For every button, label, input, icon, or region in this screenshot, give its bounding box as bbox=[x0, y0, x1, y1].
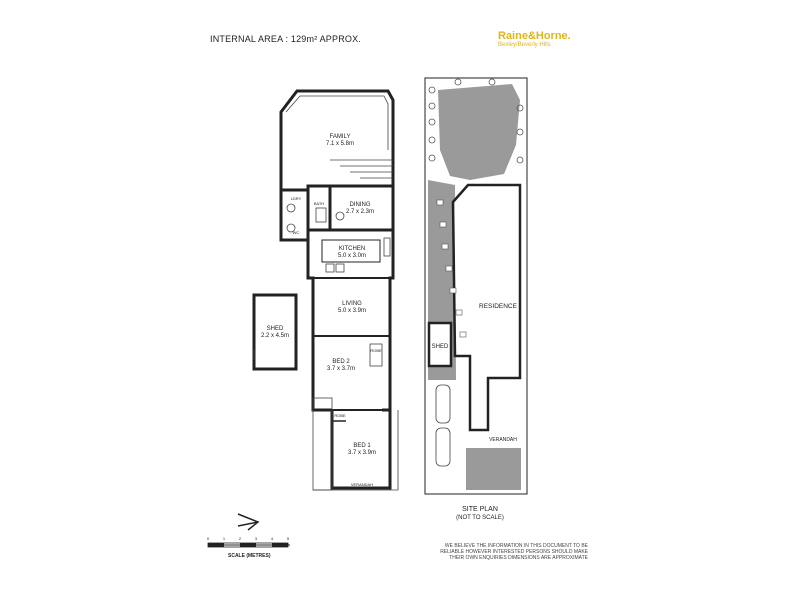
scale-tick-1: 1 bbox=[223, 536, 226, 541]
site-plan-title: SITE PLAN bbox=[462, 506, 498, 513]
brand-name: Raine&Horne. bbox=[498, 30, 571, 42]
room-wc-label: WC bbox=[293, 230, 300, 235]
site-shed bbox=[427, 321, 453, 368]
room-bed2-size: 3.7 x 3.7m bbox=[327, 366, 355, 372]
room-kitchen-name: KITCHEN bbox=[339, 246, 365, 252]
room-bath-label: BATH bbox=[314, 201, 324, 206]
scale-label: SCALE (METRES) bbox=[228, 553, 271, 559]
site-plan-subtitle: (NOT TO SCALE) bbox=[456, 515, 504, 521]
room-laundry-label: LDRY bbox=[291, 196, 302, 201]
site-cars bbox=[435, 384, 451, 467]
north-arrow-icon bbox=[237, 513, 260, 531]
site-residence-label: RESIDENCE bbox=[479, 303, 518, 310]
scale-tick-5: 5 bbox=[287, 536, 290, 541]
scale-bar bbox=[207, 542, 290, 548]
site-shed-label: SHED bbox=[432, 344, 449, 350]
site-verandah-label: VERANDAH bbox=[489, 437, 517, 443]
room-bed1-name: BED 1 bbox=[353, 443, 371, 449]
room-shed-size: 2.2 x 4.5m bbox=[261, 333, 289, 339]
site-residence bbox=[451, 183, 522, 432]
site-shrubs bbox=[428, 78, 524, 164]
floor-plan-details bbox=[253, 95, 399, 491]
room-living-name: LIVING bbox=[342, 301, 362, 307]
brand-office: Bexley/Beverly Hills bbox=[498, 42, 551, 48]
room-living-size: 5.0 x 3.9m bbox=[338, 308, 366, 314]
site-garden bbox=[438, 84, 520, 180]
brand-logo: Raine&Horne. Bexley/Beverly Hills bbox=[498, 30, 571, 48]
room-kitchen-size: 5.0 x 3.0m bbox=[338, 253, 366, 259]
room-family-size: 7.1 x 5.8m bbox=[326, 141, 354, 147]
scale-tick-3: 3 bbox=[255, 536, 258, 541]
site-path bbox=[436, 199, 467, 338]
disclaimer: WE BELIEVE THE INFORMATION IN THIS DOCUM… bbox=[440, 543, 588, 561]
site-plan: RESIDENCE SHED VERANDAH bbox=[424, 77, 528, 495]
room-dining-size: 2.7 x 2.3m bbox=[346, 209, 374, 215]
scale-tick-2: 2 bbox=[239, 536, 242, 541]
scale-tick-0: 0 bbox=[207, 536, 210, 541]
room-dining-name: DINING bbox=[350, 202, 371, 208]
scale-tick-4: 4 bbox=[271, 536, 274, 541]
room-family-name: FAMILY bbox=[330, 134, 351, 140]
room-shed-name: SHED bbox=[267, 326, 284, 332]
site-lawn bbox=[466, 448, 521, 490]
floor-plan-walls bbox=[252, 89, 395, 490]
room-bed2-name: BED 2 bbox=[332, 359, 350, 365]
internal-area-label: INTERNAL AREA : 129m² APPROX. bbox=[210, 34, 362, 44]
verandah-label: VERANDAH bbox=[351, 482, 373, 487]
room-robe1-label: ROBE bbox=[334, 413, 346, 418]
room-bed1-size: 3.7 x 3.9m bbox=[348, 450, 376, 456]
room-robe2-label: ROBE bbox=[370, 348, 382, 353]
